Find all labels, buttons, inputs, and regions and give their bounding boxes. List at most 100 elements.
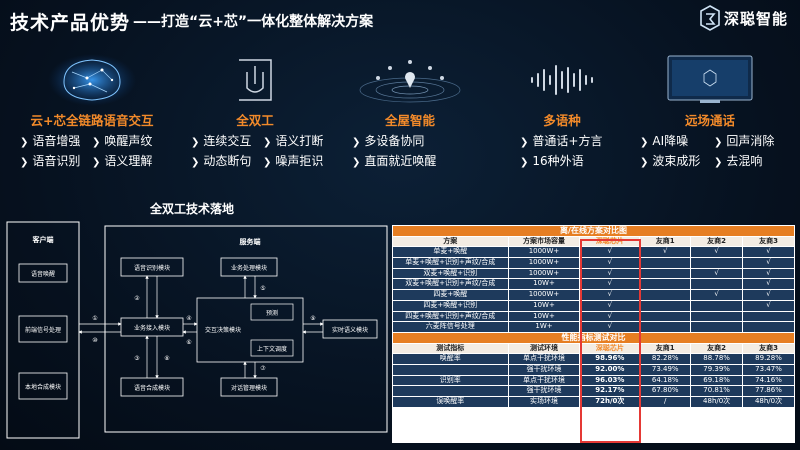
frontend-box bbox=[18, 315, 68, 343]
feature-title: 远场通话 bbox=[684, 113, 735, 128]
local-tts-box bbox=[18, 372, 68, 400]
section1-title-row: 离/在线方案对比图 bbox=[392, 225, 795, 237]
table-cell: 1000W+ bbox=[507, 257, 581, 269]
feature-item: ❯AI降噪 bbox=[640, 134, 689, 148]
page-title: 技术产品优势 bbox=[10, 12, 131, 34]
table-cell: 双麦+唤醒+识别+声纹/合成 bbox=[392, 278, 509, 291]
server-label: 服务端 bbox=[240, 237, 261, 246]
table-cell: 友商2 bbox=[690, 342, 744, 355]
table-cell: 四麦+唤醒+识别+声纹/合成 bbox=[392, 310, 509, 323]
step-8: ⑧ bbox=[164, 355, 169, 362]
table-cell: 唤醒率 bbox=[392, 353, 509, 365]
table-cell bbox=[639, 267, 692, 280]
arrow-right-icon: ❯ bbox=[520, 137, 529, 148]
diagram-title: 全双工技术落地 bbox=[150, 202, 235, 216]
step-2: ② bbox=[134, 295, 140, 302]
table-cell: 73.49% bbox=[639, 363, 692, 376]
table-cell: 98.96% bbox=[579, 353, 641, 365]
brain-circuit-icon bbox=[48, 54, 136, 106]
table-cell: 强干扰环境 bbox=[507, 385, 581, 397]
table-cell: 方案 bbox=[392, 235, 509, 248]
nlu-label: 实时语义模块 bbox=[332, 326, 368, 334]
location-network-icon bbox=[359, 60, 461, 103]
table-cell bbox=[639, 321, 692, 333]
arrow-right-icon: ❯ bbox=[352, 137, 361, 148]
table-cell bbox=[639, 278, 692, 291]
page-subtitle: ——打造“云+芯”一体化整体解决方案 bbox=[133, 14, 374, 30]
client-frame bbox=[6, 221, 80, 439]
table-cell: √ bbox=[579, 299, 641, 312]
tts-label: 语音合成模块 bbox=[134, 384, 170, 392]
arrow-right-icon: ❯ bbox=[263, 157, 272, 168]
table-cell: √ bbox=[742, 278, 795, 291]
feature-item: ❯语音增强 bbox=[20, 134, 81, 148]
sound-wave-icon bbox=[531, 65, 593, 95]
section2-title-row: 性能指标测试对比 bbox=[392, 331, 795, 344]
table-cell: 友商1 bbox=[639, 342, 692, 355]
feature-title: 全双工 bbox=[236, 113, 274, 128]
table-cell: 48h/0次 bbox=[742, 396, 795, 408]
dialog-box bbox=[220, 377, 278, 397]
table-cell: 1W+ bbox=[507, 321, 581, 333]
feature-item: ❯语义打断 bbox=[263, 134, 324, 148]
table-cell: 10W+ bbox=[507, 278, 581, 291]
step-1: ① bbox=[92, 315, 97, 322]
asr-box bbox=[120, 257, 184, 277]
feature-title: 云+芯全链路语音交互 bbox=[30, 113, 154, 128]
table-cell: / bbox=[639, 396, 692, 408]
logo-text: 深聪智能 bbox=[724, 9, 789, 28]
feature-title: 全屋智能 bbox=[384, 113, 435, 128]
decision-label: 交互决策模块 bbox=[205, 326, 241, 334]
arrow-right-icon: ❯ bbox=[520, 157, 529, 168]
table-cell: 67.80% bbox=[639, 385, 692, 397]
table-cell bbox=[690, 278, 744, 291]
step-6: ⑥ bbox=[186, 339, 191, 346]
step-9: ⑨ bbox=[310, 315, 315, 322]
table-cell bbox=[742, 321, 795, 333]
logo-icon bbox=[700, 5, 720, 31]
table-cell: √ bbox=[579, 278, 641, 291]
table-cell: 友商3 bbox=[742, 235, 795, 248]
step-5: ⑤ bbox=[260, 285, 265, 292]
arrow-right-icon: ❯ bbox=[714, 137, 723, 148]
client-label: 客户端 bbox=[32, 235, 54, 244]
arrow-right-icon: ❯ bbox=[352, 157, 361, 168]
table-cell bbox=[690, 310, 744, 323]
table-cell: 友商2 bbox=[690, 235, 744, 248]
table-cell bbox=[639, 310, 692, 323]
table-cell: 77.86% bbox=[742, 385, 795, 397]
table-cell: 72h/0次 bbox=[579, 396, 641, 408]
step-7: ⑦ bbox=[260, 365, 266, 372]
table-cell: √ bbox=[579, 246, 641, 259]
full-duplex-diagram: 客户端 语音唤醒 前端信号处理 本地合成模块 服务端 语音识别模块 业务处理模块… bbox=[6, 221, 388, 439]
table-cell: 10W+ bbox=[507, 310, 581, 323]
table-cell: 69.18% bbox=[690, 374, 744, 387]
nlu-box bbox=[322, 319, 378, 339]
table-cell bbox=[639, 289, 692, 301]
table-cell: 1000W+ bbox=[507, 289, 581, 301]
table-cell: √ bbox=[742, 267, 795, 280]
table-cell: 48h/0次 bbox=[690, 396, 744, 408]
feature-item: ❯连续交互 bbox=[191, 134, 252, 148]
feature-item: ❯波束成形 bbox=[640, 154, 701, 168]
asr-label: 语音识别模块 bbox=[134, 264, 170, 272]
table-cell bbox=[742, 310, 795, 323]
arrow-right-icon: ❯ bbox=[714, 157, 723, 168]
table-cell bbox=[392, 385, 509, 397]
arrow-right-icon: ❯ bbox=[191, 137, 200, 148]
table-cell: 深聪芯片 bbox=[579, 235, 641, 248]
tts-box bbox=[120, 377, 184, 397]
table-cell: 88.78% bbox=[690, 353, 744, 365]
local-tts-label: 本地合成模块 bbox=[25, 383, 61, 391]
table-cell: 四麦+唤醒+识别 bbox=[392, 299, 509, 312]
feature-title: 多语种 bbox=[543, 113, 581, 128]
